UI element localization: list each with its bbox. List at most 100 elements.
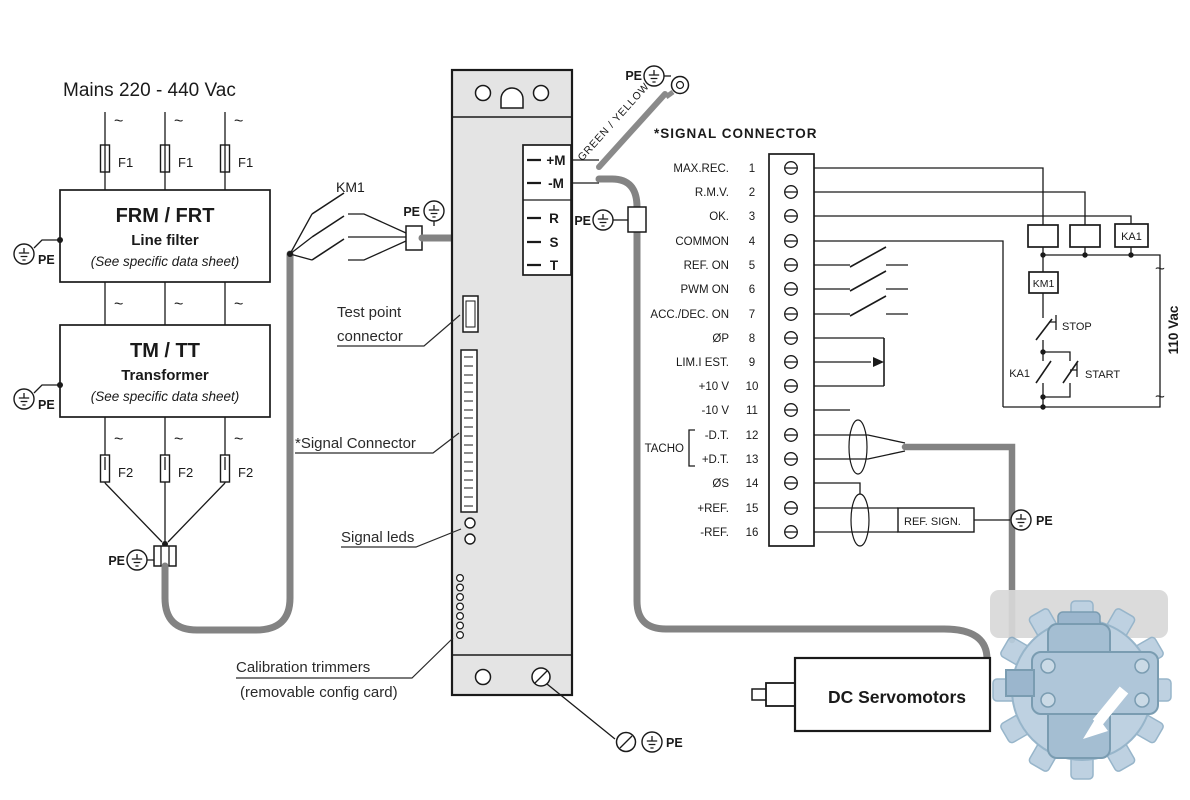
pe-label: PE [403, 205, 420, 219]
earth-symbol [13, 388, 35, 410]
ac-symbol: ~ [234, 296, 243, 313]
pin-label: MAX.REC. [673, 163, 729, 175]
pin-number: 11 [746, 405, 758, 417]
line-filter-note: (See specific data sheet) [91, 254, 240, 269]
pin-number: 16 [746, 527, 759, 539]
switch-contact [849, 246, 887, 268]
fuse-f1-label: F1 [118, 155, 133, 170]
servo-drive: +M -M R S T Test point [236, 68, 574, 701]
switch-contact [849, 270, 887, 292]
ac-symbol: ~ [114, 113, 123, 130]
motor-cable [595, 175, 991, 667]
pe-label: PE [38, 253, 55, 267]
pin-label: -10 V [702, 405, 730, 417]
transformer-box: TM / TT Transformer (See specific data s… [13, 324, 271, 418]
cable-clamp [627, 206, 647, 233]
signal-connector-section: *SIGNAL CONNECTOR MAX.REC. 1 R.M.V. 2 OK… [645, 126, 817, 547]
earth-symbol [641, 731, 663, 753]
pe-label: PE [1036, 514, 1053, 528]
calibration-trimmers [456, 573, 465, 639]
ac-symbol: ~ [174, 296, 183, 313]
tacho-label: TACHO [645, 443, 684, 455]
pin-number: 5 [749, 260, 755, 272]
pe-label: PE [108, 554, 125, 568]
pin-number: 13 [746, 454, 759, 466]
terminal-label: T [550, 258, 559, 273]
motor-label: DC Servomotors [828, 687, 966, 707]
ac-symbol: ~ [234, 431, 243, 448]
pin-number: 3 [749, 211, 755, 223]
pin-number: 8 [749, 333, 755, 345]
top-pe-lug: PE [625, 65, 690, 100]
ac-symbol: ~ [114, 431, 123, 448]
fuse-f1 [159, 144, 171, 173]
calibration-label-1: Calibration trimmers [236, 659, 370, 676]
relay-coil [1069, 224, 1101, 248]
transformer-subtitle: Transformer [121, 367, 209, 384]
pin-number: 9 [749, 357, 755, 369]
mounting-hole [532, 84, 550, 102]
pin-label: +D.T. [702, 454, 729, 466]
pin-number: 2 [749, 187, 755, 199]
line-filter-title: FRM / FRT [116, 205, 215, 227]
arrow-head [1083, 716, 1108, 739]
junction-dot [1040, 252, 1046, 258]
test-point-label-1: Test point [337, 304, 402, 321]
bottom-pe-screw: PE [546, 683, 683, 753]
mains-title: Mains 220 - 440 Vac [63, 80, 236, 101]
ka1-contact-label: KA1 [1009, 368, 1030, 380]
ac-symbol: ~ [1155, 387, 1165, 406]
green-yellow-wire [596, 91, 668, 170]
pin-number: 1 [749, 163, 755, 175]
ac-symbol: ~ [174, 431, 183, 448]
terminal-label: R [549, 211, 559, 226]
signal-led [464, 517, 476, 529]
signal-connector-label: *Signal Connector [295, 435, 416, 452]
terminal-label: -M [548, 176, 564, 191]
km1-label: KM1 [336, 179, 365, 195]
motor-body [793, 656, 992, 733]
transformer-note: (See specific data sheet) [91, 389, 240, 404]
fuse-f2-label: F2 [118, 465, 133, 480]
pin-label: R.M.V. [695, 187, 729, 199]
pe-label: PE [625, 69, 642, 83]
motor-shaft [765, 682, 796, 707]
pin-number: 6 [749, 284, 755, 296]
mains-phase-lines: ~ ~ ~ F1 F1 F1 [99, 112, 253, 190]
ka1-contact [1035, 360, 1052, 384]
test-point-connector-inner [465, 300, 476, 328]
transformer-title: TM / TT [130, 340, 200, 362]
pin-label: +REF. [697, 503, 729, 515]
line-filter-subtitle: Line filter [131, 232, 199, 249]
pe-label: PE [574, 214, 591, 228]
terminal-label: S [549, 235, 558, 250]
terminal-label: +M [546, 153, 565, 168]
fuse-f2-label: F2 [178, 465, 193, 480]
pin-label: LIM.I EST. [676, 357, 729, 369]
pin-number: 10 [746, 381, 759, 393]
pin-label: -REF. [700, 527, 729, 539]
signal-connector-strip [460, 349, 478, 513]
km1-contacts [311, 192, 345, 261]
ac-symbol: ~ [114, 296, 123, 313]
mains-cable [161, 250, 294, 634]
servomotor: DC Servomotors [751, 656, 992, 733]
pin-label: +10 V [699, 381, 730, 393]
mains-section: Mains 220 - 440 Vac ~ ~ ~ F1 F1 F1 FRM /… [13, 80, 271, 571]
earth-symbol [126, 549, 148, 571]
test-point-label-2: connector [337, 328, 403, 345]
fuse-f1 [99, 144, 111, 173]
ac-symbol: ~ [1155, 259, 1165, 278]
start-contact [1062, 360, 1079, 384]
pin-label: ØS [712, 478, 729, 490]
ac-symbol: ~ [234, 113, 243, 130]
earth-symbol [643, 65, 665, 87]
arrow-shaft [1092, 686, 1129, 727]
pin-wiring: REF. SIGN. PE [814, 167, 1132, 644]
pin-label: ACC./DEC. ON [650, 309, 729, 321]
pin-label: COMMON [675, 236, 729, 248]
fuse-f1-label: F1 [178, 155, 193, 170]
junction-dot [1082, 252, 1088, 258]
